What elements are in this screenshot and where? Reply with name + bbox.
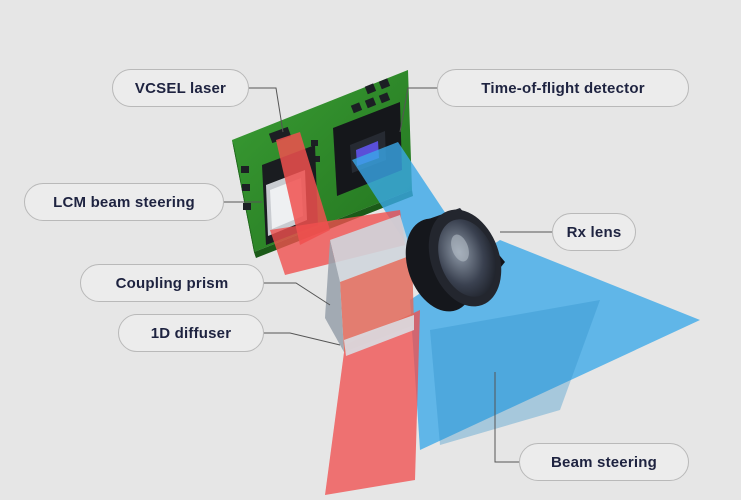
label-rx-lens: Rx lens (552, 213, 636, 251)
label-1d-diffuser: 1D diffuser (118, 314, 264, 352)
pcb-components (241, 78, 391, 210)
rx-lens-barrel (405, 208, 505, 312)
leader-lines (224, 87, 552, 463)
label-coupling-prism: Coupling prism (80, 264, 264, 302)
label-time-of-flight-detector: Time-of-flight detector (437, 69, 689, 107)
label-beam-steering: Beam steering (519, 443, 689, 481)
label-lcm-beam-steering: LCM beam steering (24, 183, 224, 221)
prism-block (325, 215, 414, 356)
label-vcsel-laser: VCSEL laser (112, 69, 249, 107)
